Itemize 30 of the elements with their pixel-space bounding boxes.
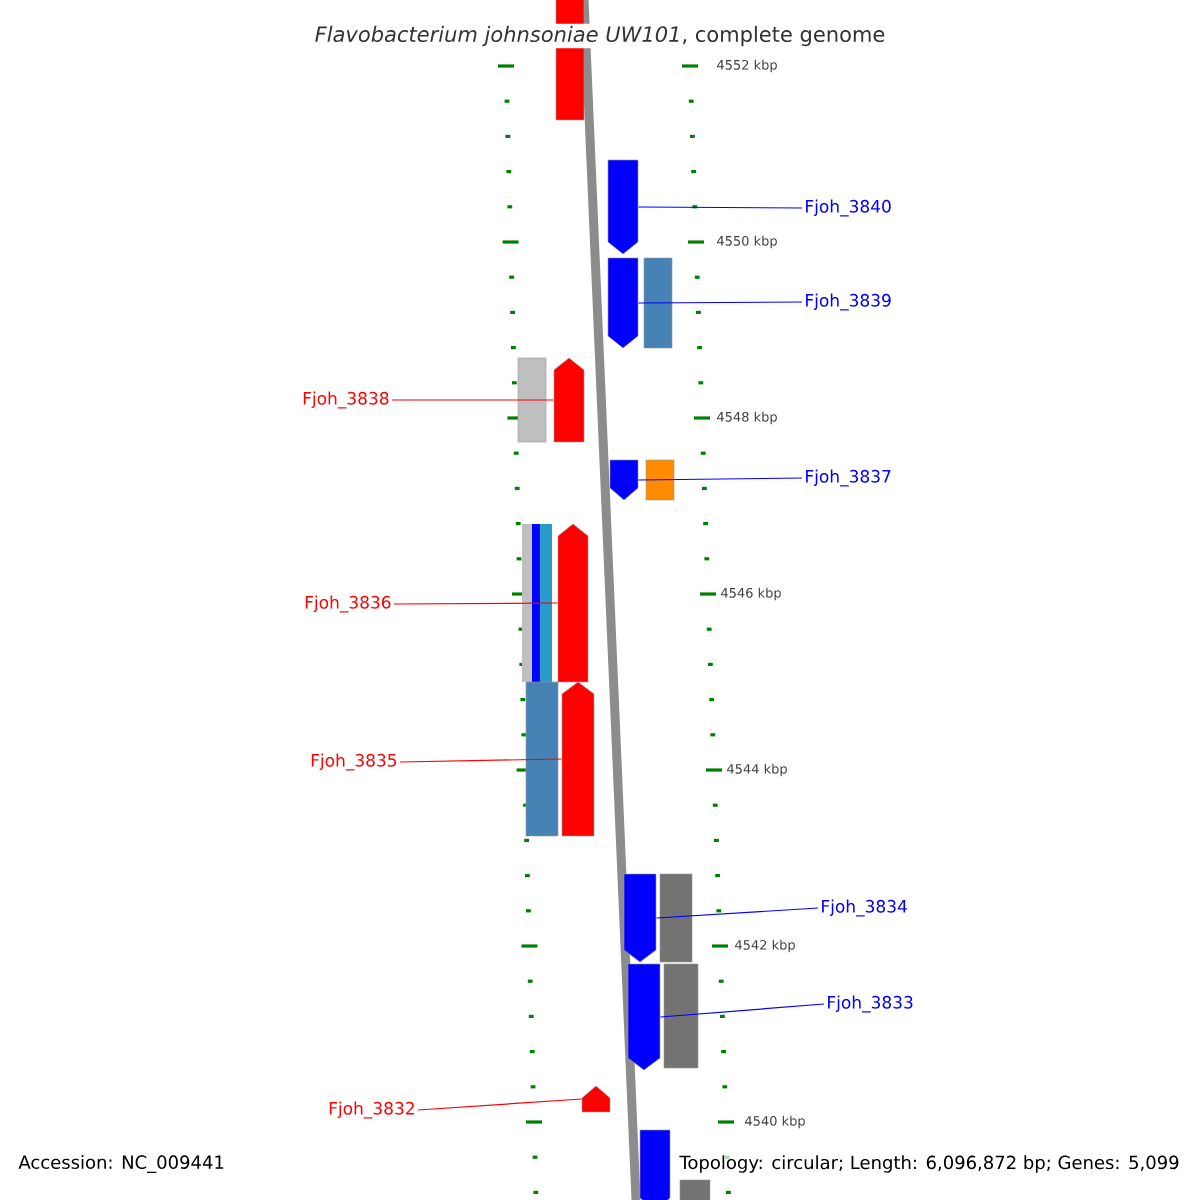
gene-pair-drawing (609, 459, 675, 501)
leader-line (637, 477, 803, 481)
gene-pair-drawing (623, 873, 693, 963)
leader-line (637, 206, 803, 209)
gene-label: Fjoh_3832 (329, 1101, 414, 1119)
footer-text: Accession: NC_009441 (16, 1153, 227, 1175)
title: Flavobacterium johnsoniae UW101, complete genome (312, 23, 888, 49)
gene-pair-drawing (525, 681, 595, 837)
leader-line (391, 399, 555, 401)
gene-label: Fjoh_3836 (305, 595, 391, 613)
gene-feature (607, 159, 639, 255)
footer-text: Topology: circular; Length: 6,096,872 bp; Genes: 5,099 (677, 1153, 1182, 1175)
gene-label: Fjoh_3840 (806, 199, 891, 217)
gene-label: Fjoh_3834 (822, 899, 907, 917)
leader-line (393, 602, 559, 605)
gene-pair-drawing (522, 523, 589, 683)
gene-label: Fjoh_3839 (806, 293, 891, 311)
gene-label: Fjoh_3833 (828, 995, 913, 1013)
gene-label: Fjoh_3835 (311, 753, 397, 771)
gene-pair-drawing (627, 963, 699, 1071)
leader-line (659, 1003, 825, 1018)
leader-line (399, 758, 563, 763)
gene-label: Fjoh_3837 (806, 469, 891, 487)
leader-line (637, 301, 803, 304)
gene-feature (581, 1085, 611, 1113)
leader-line (655, 907, 819, 919)
gene-pair-drawing (517, 357, 585, 443)
gene-label: Fjoh_3838 (303, 391, 389, 409)
leader-line (417, 1098, 583, 1111)
gene-pair-drawing (607, 257, 673, 349)
